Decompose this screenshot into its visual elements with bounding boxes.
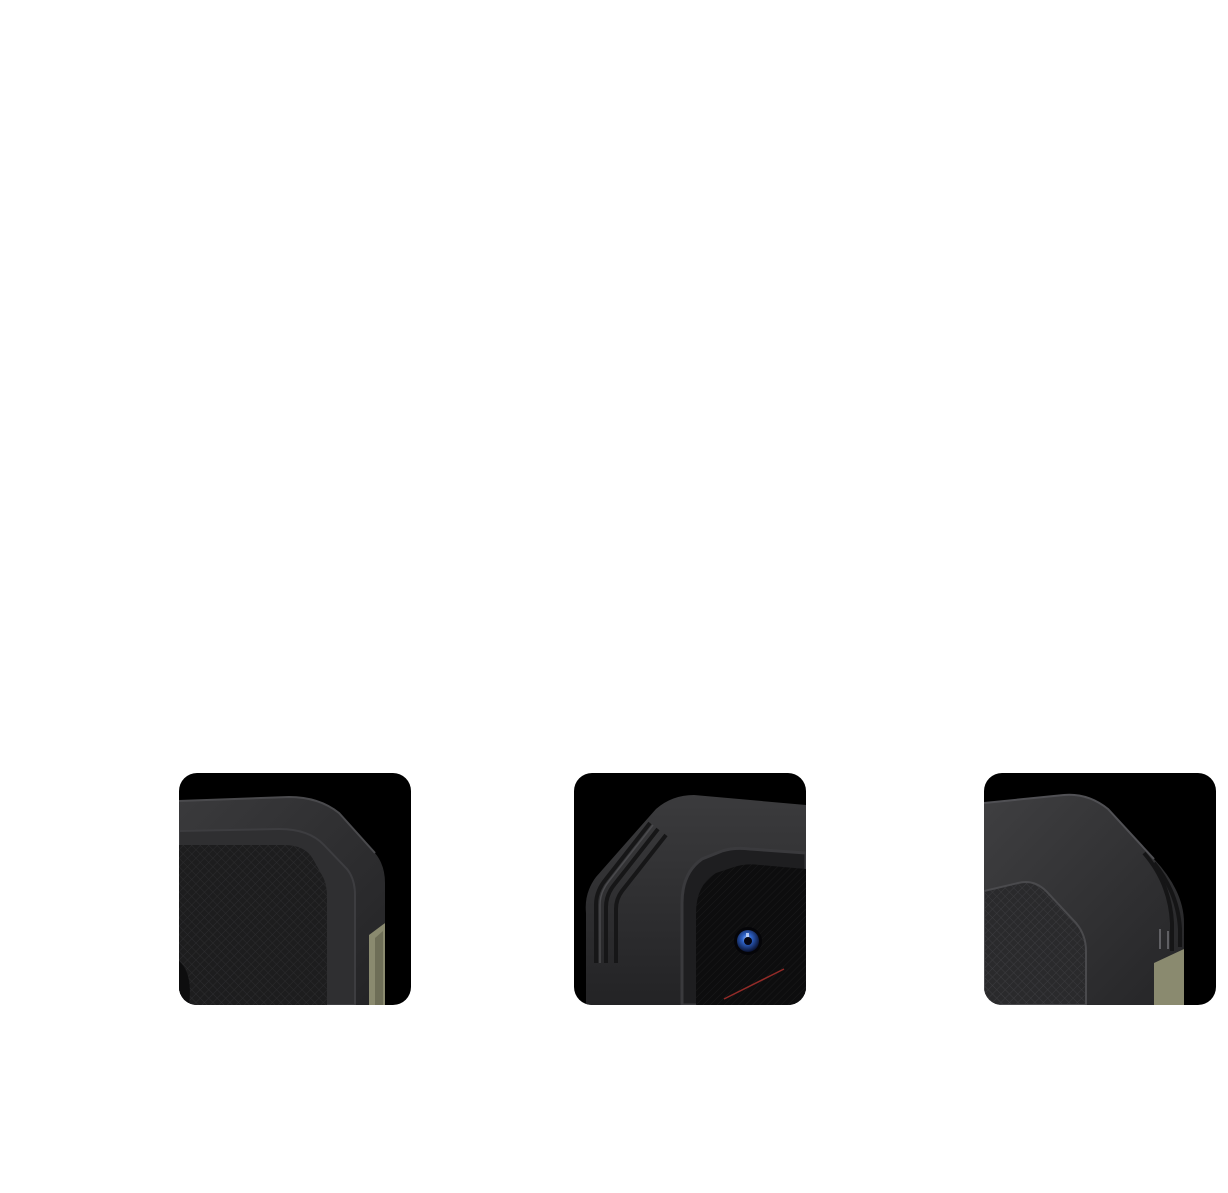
phone-case-side-grip-icon xyxy=(984,793,1184,1005)
detail-image-side-grip xyxy=(984,773,1216,1005)
phone-case-corner-icon xyxy=(179,795,385,1005)
detail-image-corner xyxy=(179,773,411,1005)
phone-case-camera-corner-icon xyxy=(585,795,806,1005)
detail-image-camera-corner xyxy=(574,773,806,1005)
